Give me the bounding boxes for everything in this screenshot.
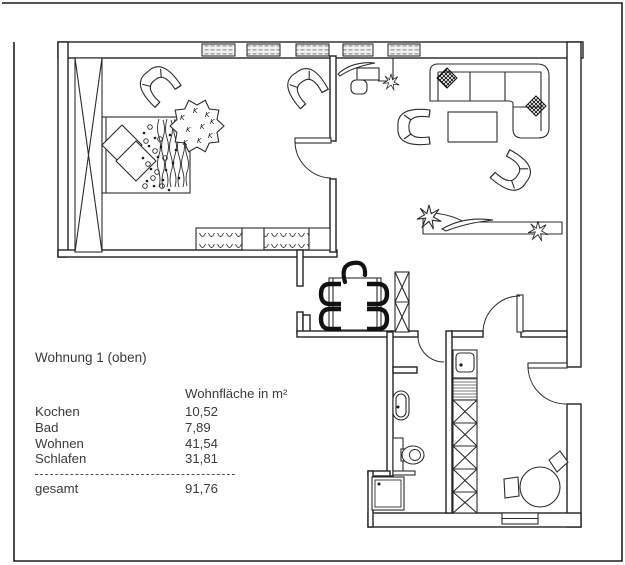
bedspread-dots [141, 124, 181, 192]
wall-nook-bottom [296, 330, 393, 338]
wardrobe-tall [74, 57, 103, 253]
table-row: Schlafen 31,81 [35, 451, 295, 467]
kitchen-stool [548, 450, 569, 473]
wall-divider-bedroom-lower [329, 178, 337, 253]
bathroom-door [417, 335, 445, 363]
pillow [115, 140, 157, 182]
wall-kitchen-top-left [451, 330, 484, 338]
total-area: 91,76 [185, 481, 219, 497]
table-separator [35, 474, 235, 476]
shower [371, 476, 405, 511]
decor-branch [337, 62, 376, 77]
entry-door [527, 362, 568, 405]
svg-text:K: K [180, 114, 186, 122]
wall-right-lower [566, 403, 582, 528]
coffee-table [447, 111, 498, 143]
room-label: Wohnen [35, 435, 84, 451]
table-row: Kochen 10,52 [35, 404, 295, 420]
kitchen-stool [503, 476, 520, 499]
sofa [429, 63, 550, 139]
bedroom-door [294, 137, 332, 179]
kitchen-sink-unit [452, 349, 478, 401]
window-top-2 [246, 43, 281, 57]
room-area: 41,54 [185, 435, 219, 451]
svg-text:K: K [186, 126, 192, 134]
bedroom-armchair [133, 59, 183, 109]
window-top-4 [342, 43, 374, 57]
svg-text:K: K [205, 111, 211, 119]
wall-kitchen-top-right [520, 330, 568, 338]
room-area: 7,89 [185, 419, 211, 435]
room-label: Kochen [35, 404, 80, 419]
kettle [341, 260, 368, 285]
sofa-pillow [436, 67, 458, 89]
desk-chair [350, 79, 368, 95]
wall-nook-left-upper [296, 249, 304, 287]
toilet-shelf [392, 470, 416, 476]
svg-text:K: K [208, 132, 214, 140]
wall-nook-left-lower [296, 311, 304, 334]
drainer [452, 377, 478, 401]
plan-title: Wohnung 1 (oben) [35, 350, 147, 365]
wall-left [57, 41, 69, 258]
room-label: Bad [35, 419, 59, 435]
closet-row [195, 227, 331, 251]
desk [356, 67, 380, 81]
room-area: 10,52 [185, 404, 219, 419]
windows [201, 43, 539, 525]
wall-bath-left [386, 331, 394, 477]
wall-bottom [367, 512, 582, 528]
living-furniture [280, 58, 563, 242]
area-table: Wohnfläche in m² Kochen 10,52 Bad 7,89 W… [35, 386, 295, 497]
kitchen-furniture [452, 349, 569, 514]
window-top-5 [387, 43, 421, 57]
area-table-header: Wohnfläche in m² [185, 386, 288, 401]
svg-text:K: K [193, 107, 199, 115]
table-row: Bad 7,89 [35, 420, 295, 436]
wall-bath-kitchen-divider [445, 330, 453, 514]
wall-right-upper [566, 41, 582, 368]
shelf-cabinet [394, 271, 410, 333]
wall-divider-bedroom-upper [329, 55, 337, 142]
toilet [392, 437, 425, 476]
duvet-texture [157, 118, 189, 189]
window-top-1 [201, 43, 236, 57]
svg-text:K: K [200, 123, 206, 131]
total-label: gesamt [35, 481, 79, 497]
svg-text:K: K [210, 118, 216, 126]
desk-plant [382, 73, 400, 91]
washbasin [392, 390, 410, 421]
living-armchair-2 [397, 108, 431, 146]
wall-bath-halfwall [392, 366, 418, 374]
window-kitchen-bottom [501, 512, 539, 525]
sofa-pillow [525, 95, 547, 117]
living-armchair-3 [489, 148, 537, 198]
doors [294, 137, 568, 405]
svg-text:K: K [197, 137, 203, 145]
dining-furniture [321, 260, 410, 333]
kitchen-round-table [519, 466, 561, 508]
table-row: Wohnen 41,54 [35, 436, 295, 452]
wall-nook-pier [302, 314, 311, 334]
room-area: 31,81 [185, 451, 219, 467]
living-armchair-1 [280, 62, 330, 110]
window-top-3 [295, 43, 330, 57]
sideboard [416, 204, 563, 242]
kitchen-door [482, 294, 524, 333]
grass-leaf [440, 218, 494, 232]
kitchen-cabinet-column [452, 399, 478, 514]
bathroom-fixtures [371, 390, 425, 511]
room-label: Schlafen [35, 451, 87, 467]
table-total-row: gesamt 91,76 [35, 481, 295, 497]
svg-text:K: K [183, 139, 189, 147]
